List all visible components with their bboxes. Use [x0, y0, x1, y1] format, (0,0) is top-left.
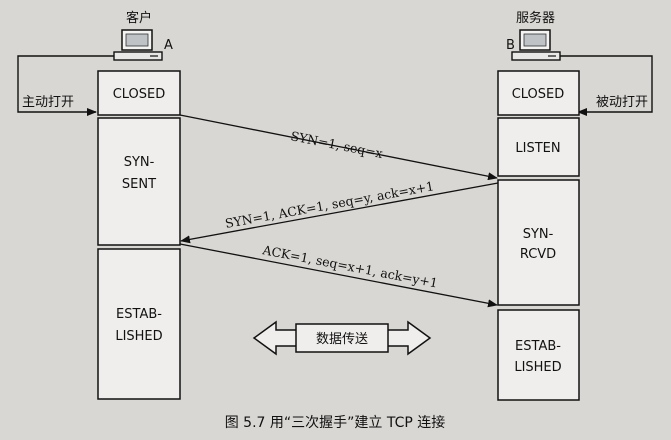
passive-open-label: 被动打开 [596, 95, 648, 110]
client-syn-sent-box [97, 117, 181, 246]
server-letter: B [506, 38, 515, 53]
server-closed-label: CLOSED [512, 87, 565, 102]
client-established-label-2: LISHED [115, 329, 162, 344]
client-closed-box [97, 70, 181, 116]
client-established-box [97, 248, 181, 400]
data-transfer-box [295, 323, 389, 353]
client-open-path [17, 55, 114, 116]
syn-ack-arrow [180, 182, 499, 244]
server-closed-box [497, 70, 580, 116]
server-established-label-1: ESTAB- [515, 339, 561, 354]
server-established-box [497, 309, 580, 401]
client-established-label-1: ESTAB- [116, 307, 162, 322]
server-syn-rcvd-box [497, 179, 580, 306]
server-established-label-2: LISHED [514, 360, 561, 375]
figure-caption: 图 5.7 用“三次握手”建立 TCP 连接 [225, 414, 446, 431]
server-computer-icon [511, 29, 561, 61]
client-syn-sent-label-1: SYN- [124, 155, 155, 170]
client-closed-label: CLOSED [113, 87, 166, 102]
syn-arrow [179, 114, 498, 181]
ack-message: ACK=1, seq=x+1, ack=y+1 [260, 242, 439, 291]
server-syn-rcvd-label-1: SYN- [523, 227, 554, 242]
client-computer-icon [113, 29, 163, 61]
server-label: 服务器 [516, 10, 555, 26]
client-letter: A [164, 38, 173, 53]
active-open-label: 主动打开 [22, 95, 74, 110]
data-transfer-label: 数据传送 [316, 332, 368, 347]
server-open-path [560, 55, 653, 116]
server-listen-label: LISTEN [515, 141, 560, 156]
syn-ack-message: SYN=1, ACK=1, seq=y, ack=x+1 [224, 178, 435, 231]
client-syn-sent-label-2: SENT [122, 177, 156, 192]
client-label: 客户 [126, 10, 152, 26]
server-syn-rcvd-label-2: RCVD [520, 247, 556, 262]
syn-message: SYN=1, seq=x [289, 128, 384, 161]
server-listen-box [497, 117, 580, 177]
ack-arrow [179, 243, 498, 308]
